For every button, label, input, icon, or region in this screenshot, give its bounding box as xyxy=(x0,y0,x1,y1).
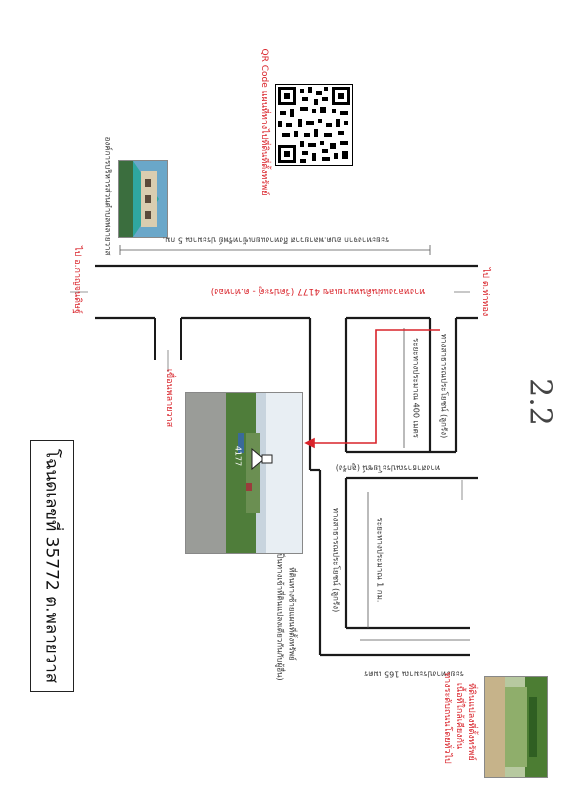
direction-arrows xyxy=(70,291,470,500)
photo-bottom-caption-1: ที่ดินแปลงที่ตั้งทรัพย์ xyxy=(466,683,476,761)
photo-bottom-caption-2: เนื้อที่ใกล้เคียงกัน xyxy=(454,682,464,750)
qr-pattern xyxy=(278,87,350,163)
dir-dam-label: เขื่อนพลายวาส xyxy=(164,368,174,428)
dimension-lines xyxy=(119,245,470,641)
dir-right-label: ไป ต.ท่าทอง xyxy=(480,267,490,317)
main-road-label: ทางหลวงแผ่นดินหมายเลข 4177 (วัดประดู่ - … xyxy=(210,286,426,296)
qr-code xyxy=(275,84,353,166)
land-note-1: ที่ดินทางซ้ายแผนที่ตั้งทรัพย์ xyxy=(287,567,297,661)
photo-subdistrict-office xyxy=(118,160,168,238)
spur-dam-road xyxy=(154,318,182,360)
branch-road-1-label: ทางสาธารณประโยชน์ (ลูกรัง) xyxy=(439,333,449,439)
side-road xyxy=(308,318,478,657)
main-highway xyxy=(95,264,478,320)
photo-bottom-caption-3: ทางระดับถนนโดยทั่วไป xyxy=(442,672,452,764)
page-title: โฉนดเลขที่ 35772 ต.พลายวาส xyxy=(41,448,62,684)
road-sign-number: 4177 xyxy=(233,445,243,467)
title-box: โฉนดเลขที่ 35772 ต.พลายวาส xyxy=(30,440,74,692)
distance-top-label: ระยะทางจาก อบต.พลายวาส ถึงทางแยกเข้าทรัพ… xyxy=(162,235,390,245)
distance-1km-label: ระยะทางประมาณ 1 กม. xyxy=(375,517,385,603)
land-note-2: (เป็นทางเข้าที่ดินแปลงเดียวกันกับผู้อื่น… xyxy=(275,547,285,681)
photo-land-plot xyxy=(484,676,548,778)
branch-road-3-label: ทางสาธารณประโยชน์ (ลูกรัง) xyxy=(331,507,341,613)
dir-left-label: ไป อ.กาญจนดิษฐ์ xyxy=(72,246,82,314)
branch-road-2-label: ทางสาธารณประโยชน์ (ลูกรัง) xyxy=(335,463,441,473)
photo-highway xyxy=(185,392,303,554)
distance-400-label: ระยะทางประมาณ 400 เมตร xyxy=(411,338,421,438)
photo-top-caption: องค์การบริหารส่วนตำบลพลายวาส xyxy=(103,136,113,256)
route-line xyxy=(304,329,440,449)
qr-label: QR Code แผนที่ทางไปที่ดินที่ตั้งทรัพย์ xyxy=(259,48,269,196)
handwritten-note: 2.2 xyxy=(522,378,558,426)
